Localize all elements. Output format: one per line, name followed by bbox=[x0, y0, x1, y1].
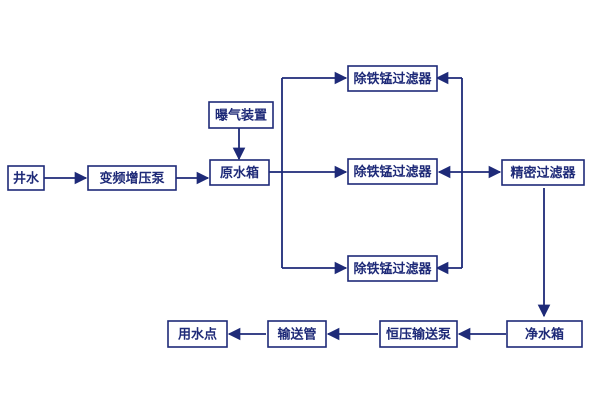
label-well-water: 井水 bbox=[13, 171, 40, 187]
label-raw-water-tank: 原水箱 bbox=[220, 165, 259, 181]
node-clean-water-tank: 净水箱 bbox=[506, 320, 583, 348]
label-filter-top: 除铁锰过滤器 bbox=[353, 71, 432, 87]
node-delivery-pipe: 输送管 bbox=[267, 320, 327, 348]
label-clean-water-tank: 净水箱 bbox=[525, 327, 564, 343]
node-raw-water-tank: 原水箱 bbox=[209, 159, 270, 186]
node-well-water: 井水 bbox=[7, 165, 45, 191]
label-delivery-pipe: 输送管 bbox=[277, 327, 316, 343]
node-precision-filter: 精密过滤器 bbox=[501, 159, 585, 186]
edges bbox=[44, 71, 551, 341]
label-constant-pressure-pump: 恒压输送泵 bbox=[386, 327, 451, 343]
label-water-use-point: 用水点 bbox=[177, 327, 217, 343]
label-aeration-device: 曝气装置 bbox=[215, 108, 267, 124]
node-filter-top: 除铁锰过滤器 bbox=[347, 65, 438, 92]
node-aeration-device: 曝气装置 bbox=[208, 101, 274, 129]
node-filter-middle: 除铁锰过滤器 bbox=[347, 158, 438, 185]
node-water-use-point: 用水点 bbox=[167, 320, 228, 348]
node-booster-pump: 变频增压泵 bbox=[87, 165, 177, 191]
label-precision-filter: 精密过滤器 bbox=[510, 165, 576, 181]
label-filter-middle: 除铁锰过滤器 bbox=[353, 164, 432, 180]
label-filter-bottom: 除铁锰过滤器 bbox=[353, 261, 432, 277]
node-constant-pressure-pump: 恒压输送泵 bbox=[379, 320, 458, 348]
node-filter-bottom: 除铁锰过滤器 bbox=[347, 255, 438, 282]
label-booster-pump: 变频增压泵 bbox=[99, 171, 164, 187]
